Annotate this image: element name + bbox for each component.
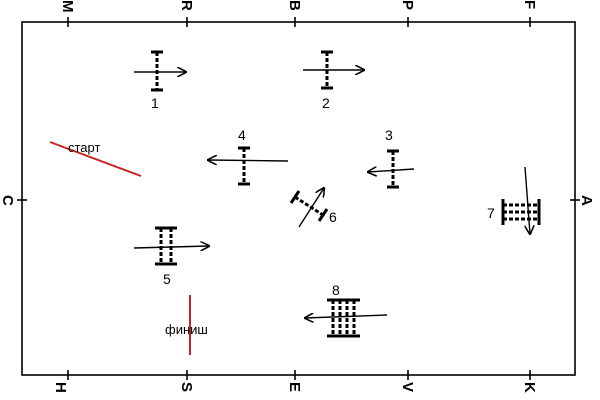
marker-letter-h: H: [52, 382, 69, 393]
start-label: старт: [68, 140, 100, 155]
side-markers: C A: [0, 195, 595, 206]
obstacle-4: 4: [208, 127, 289, 186]
marker-letter-k: K: [521, 382, 538, 393]
marker-letter-v: V: [399, 382, 416, 392]
obstacle-6: 6: [289, 188, 337, 228]
marker-letter-m: M: [59, 0, 76, 13]
obstacle-2: 2: [303, 50, 364, 111]
finish-label: финиш: [165, 322, 208, 337]
obstacle-number: 3: [385, 127, 393, 143]
marker-letter-s: S: [178, 382, 195, 392]
bottom-markers: H S E V K: [52, 370, 538, 393]
marker-letter-p: P: [399, 0, 416, 10]
marker-letter-r: R: [178, 0, 195, 11]
obstacle-number: 5: [163, 271, 171, 287]
marker-letter-c: C: [0, 195, 16, 206]
arena-border: [21, 21, 576, 376]
obstacle-1: 1: [134, 50, 186, 111]
marker-letter-f: F: [521, 0, 538, 9]
obstacle-number: 6: [329, 209, 337, 225]
obstacle-8: 8: [305, 282, 388, 338]
obstacle-number: 1: [151, 95, 159, 111]
marker-letter-a: A: [578, 195, 595, 206]
obstacle-7: 7: [487, 166, 541, 234]
marker-letter-b: B: [286, 0, 303, 11]
obstacle-5: 5: [133, 226, 209, 287]
obstacle-number: 2: [322, 95, 330, 111]
obstacle-number: 7: [487, 205, 495, 221]
top-markers: M R B P F: [59, 0, 538, 27]
start-line: [49, 141, 142, 177]
obstacle-3: 3: [368, 127, 415, 189]
obstacle-number: 8: [332, 282, 340, 298]
marker-letter-e: E: [286, 382, 303, 392]
obstacle-number: 4: [238, 127, 246, 143]
